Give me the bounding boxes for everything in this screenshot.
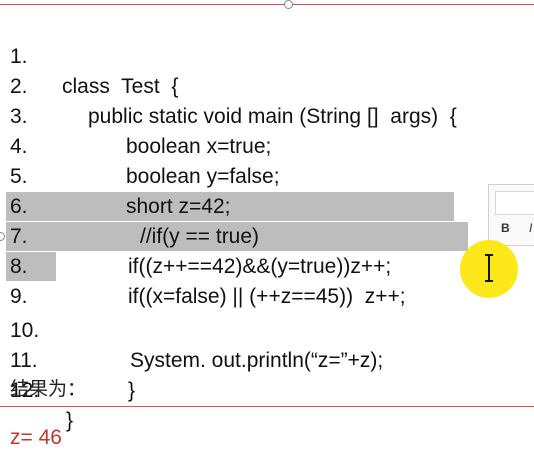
resize-handle-top[interactable] [284, 0, 293, 9]
code-line[interactable]: 2. public static void main (String [] ar… [0, 42, 457, 128]
line-number: 12. [10, 379, 40, 402]
line-number: 11. [10, 349, 38, 372]
code-line[interactable]: 12. } [0, 346, 73, 432]
line-number: 6. [10, 195, 28, 218]
selection-highlight-line-7 [6, 192, 454, 221]
code-text: } [128, 379, 136, 402]
line-number: 4. [10, 135, 28, 158]
line-number: 10. [10, 319, 40, 342]
code-text: if((x=false) || (++z==45)) z++; [128, 285, 406, 308]
font-field[interactable] [495, 191, 534, 215]
code-text: System. out.println(“z=”+z); [130, 349, 384, 372]
line-number: 1. [10, 45, 28, 68]
code-line-selected[interactable]: 9. [0, 252, 28, 308]
code-text: short z=42; [126, 195, 231, 218]
code-line[interactable]: 10. System. out.println(“z=”+z); [0, 286, 383, 372]
text-cursor-icon [485, 254, 493, 282]
bold-button[interactable]: B [501, 221, 510, 235]
code-line-selected[interactable]: 8. if((x=false) || (++z==45)) z++; [0, 222, 406, 308]
italic-button[interactable]: I [529, 221, 533, 235]
code-text: boolean x=true; [126, 135, 272, 158]
code-text: } [66, 409, 74, 432]
line-number: 9. [10, 285, 28, 308]
line-number: 2. [10, 75, 28, 98]
code-line[interactable]: 5. short z=42; [0, 132, 230, 218]
code-text: boolean y=false; [126, 165, 280, 188]
line-number: 7. [10, 225, 28, 248]
floating-format-toolbar: B I [488, 184, 534, 246]
code-text: //if(y == true) [140, 225, 260, 248]
result-divider [0, 406, 534, 407]
answer-text[interactable]: z= 46 [10, 426, 62, 449]
code-line[interactable]: 6. //if(y == true) [0, 162, 259, 248]
code-text: class Test { [62, 75, 179, 98]
slide-top-border [0, 4, 534, 5]
code-line[interactable]: 11. } [0, 316, 135, 402]
line-number: 3. [10, 105, 28, 128]
selection-highlight-line-8 [6, 222, 468, 251]
selection-highlight-line-9 [6, 252, 56, 281]
code-line[interactable]: 1. class Test { [0, 12, 178, 98]
code-line[interactable]: 4. boolean y=false; [0, 102, 280, 188]
code-line[interactable]: 3. boolean x=true; [0, 72, 271, 158]
line-number: 8. [10, 255, 28, 278]
code-line-selected[interactable]: 7. if((z++==42)&&(y=true))z++; [0, 192, 391, 278]
line-number: 5. [10, 165, 28, 188]
code-text: if((z++==42)&&(y=true))z++; [128, 255, 392, 278]
result-label: 结果为： [10, 378, 87, 400]
code-text: public static void main (String [] args)… [88, 105, 457, 128]
resize-handle-left[interactable] [0, 232, 5, 241]
